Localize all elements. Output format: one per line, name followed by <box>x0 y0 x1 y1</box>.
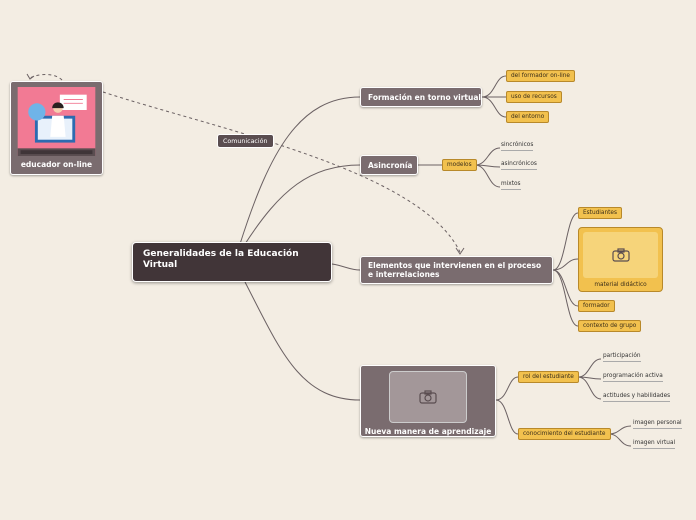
subtopic-rol-estudiante[interactable]: rol del estudiante <box>518 371 579 383</box>
camera-icon <box>611 248 630 262</box>
nueva-manera-label: Nueva manera de aprendizaje <box>364 427 492 436</box>
educador-label: educador on-line <box>20 160 93 169</box>
subtopic-del-entorno[interactable]: del entorno <box>506 111 550 123</box>
presenter-illustration <box>17 87 96 156</box>
link-nueva <box>244 281 361 401</box>
link-elementos <box>331 263 361 271</box>
leaf-participacion[interactable]: participación <box>603 353 641 362</box>
subtopic-del-formador[interactable]: del formador on-line <box>506 70 575 82</box>
link-asincronia <box>244 164 361 245</box>
leaf-asincronicos[interactable]: asincrónicos <box>501 161 537 170</box>
leaf-sincronicos[interactable]: sincrónicos <box>501 142 534 151</box>
leaf-imagen-personal[interactable]: imagen personal <box>633 420 682 429</box>
subtopic-estudiantes[interactable]: Estudiantes <box>578 207 623 219</box>
link-formacion <box>239 96 361 245</box>
subtopic-conocimiento-estudiante[interactable]: conocimiento del estudiante <box>518 428 611 440</box>
subtopic-uso-recursos[interactable]: uso de recursos <box>506 91 562 103</box>
central-topic[interactable]: Generalidades de la Educación Virtual <box>132 242 332 282</box>
educador-node[interactable]: educador on-line <box>10 81 103 175</box>
topic-nueva-manera[interactable]: Nueva manera de aprendizaje <box>360 365 496 437</box>
material-didactico-label: material didáctico <box>594 282 647 288</box>
topic-elementos[interactable]: Elementos que intervienen en el proceso … <box>360 256 553 284</box>
relationship-label[interactable]: Comunicación <box>217 134 274 148</box>
leaf-actitudes-habilidades[interactable]: actitudes y habilidades <box>603 393 671 402</box>
topic-asincronia[interactable]: Asincronía <box>360 155 418 175</box>
subtopic-material-didactico[interactable]: material didáctico <box>578 227 663 292</box>
leaf-mixtos[interactable]: mixtos <box>501 181 521 190</box>
relationship-line <box>102 91 461 253</box>
subtopic-formador[interactable]: formador <box>578 300 615 312</box>
topic-formacion[interactable]: Formación en torno virtual <box>360 87 482 107</box>
leaf-imagen-virtual[interactable]: imagen virtual <box>633 440 676 449</box>
subtopic-contexto-grupo[interactable]: contexto de grupo <box>578 320 642 332</box>
subtopic-modelos[interactable]: modelos <box>442 159 477 171</box>
leaf-programacion-activa[interactable]: programación activa <box>603 373 663 382</box>
camera-icon <box>419 390 437 404</box>
